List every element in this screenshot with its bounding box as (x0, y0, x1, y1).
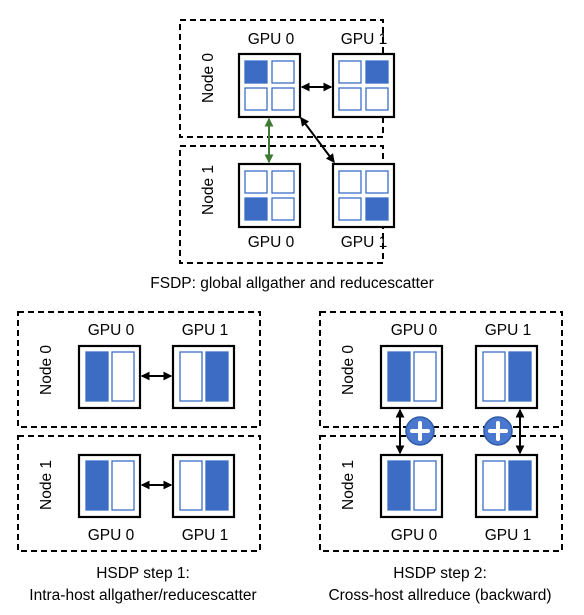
hsdp1-node1-gpu0 (77, 453, 142, 519)
fsdp-node0-gpu0-label: GPU 0 (248, 31, 295, 48)
fsdp-caption: FSDP: global allgather and reducescatter (150, 275, 433, 292)
fsdp-node1-gpu1-label: GPU 1 (341, 234, 388, 251)
hsdp1-node1-box (17, 435, 261, 552)
plus-circle-icon (483, 416, 513, 446)
hsdp2-caption-line2: Cross-host allreduce (backward) (328, 587, 551, 604)
hsdp2-node0-gpu0 (379, 344, 444, 410)
hsdp2-node0-gpu1 (474, 344, 539, 410)
hsdp2-node0-label: Node 0 (340, 345, 357, 395)
fsdp-node1-label: Node 1 (200, 165, 217, 215)
hsdp2-node1-gpu0-label: GPU 0 (391, 527, 438, 544)
hsdp1-node0-gpu0-label: GPU 0 (88, 322, 135, 339)
hsdp1-node1-gpu1-label: GPU 1 (182, 527, 229, 544)
hsdp1-node0-box (17, 311, 261, 428)
hsdp1-node0-label: Node 0 (38, 345, 55, 395)
fsdp-panel: Node 0 Node 1 GPU 0 GPU 1 GPU 0 GPU 1 (150, 19, 434, 292)
fsdp-node0-label: Node 0 (200, 53, 217, 103)
hsdp1-caption-line2: Intra-host allgather/reducescatter (29, 587, 256, 604)
hsdp1-node0-gpu1 (171, 344, 236, 410)
hsdp1-node0-gpu0 (77, 344, 142, 410)
hsdp-step2-panel: Node 0 Node 1 GPU 0 GPU 1 GPU 0 GPU 1 (319, 311, 563, 604)
fsdp-node0-gpu1 (331, 52, 396, 119)
hsdp2-node0-gpu1-label: GPU 1 (485, 322, 532, 339)
hsdp2-node1-label: Node 1 (340, 460, 357, 510)
hsdp2-node0-gpu0-label: GPU 0 (391, 322, 438, 339)
hsdp1-node0-gpu1-label: GPU 1 (182, 322, 229, 339)
fsdp-node1-gpu0-label: GPU 0 (248, 234, 295, 251)
hsdp2-node1-gpu0 (379, 453, 444, 519)
fsdp-node0-gpu0 (237, 52, 302, 119)
hsdp1-node1-gpu0-label: GPU 0 (88, 527, 135, 544)
hsdp2-caption-line1: HSDP step 2: (393, 565, 487, 582)
hsdp1-node1-label: Node 1 (38, 460, 55, 510)
plus-circle-icon (405, 416, 435, 446)
hsdp2-node1-gpu1-label: GPU 1 (485, 527, 532, 544)
hsdp2-node1-box (319, 435, 563, 552)
hsdp2-node1-gpu1 (474, 453, 539, 519)
fsdp-node1-gpu1 (331, 162, 396, 229)
hsdp1-caption-line1: HSDP step 1: (96, 565, 190, 582)
hsdp2-node0-box (319, 311, 563, 428)
fsdp-node0-gpu1-label: GPU 1 (341, 31, 388, 48)
hsdp-step1-panel: Node 0 Node 1 GPU 0 GPU 1 GPU 0 GPU 1 (17, 311, 261, 604)
fsdp-diagonal-link (300, 116, 335, 164)
hsdp1-node1-gpu1 (171, 453, 236, 519)
fsdp-node1-gpu0 (237, 162, 302, 229)
